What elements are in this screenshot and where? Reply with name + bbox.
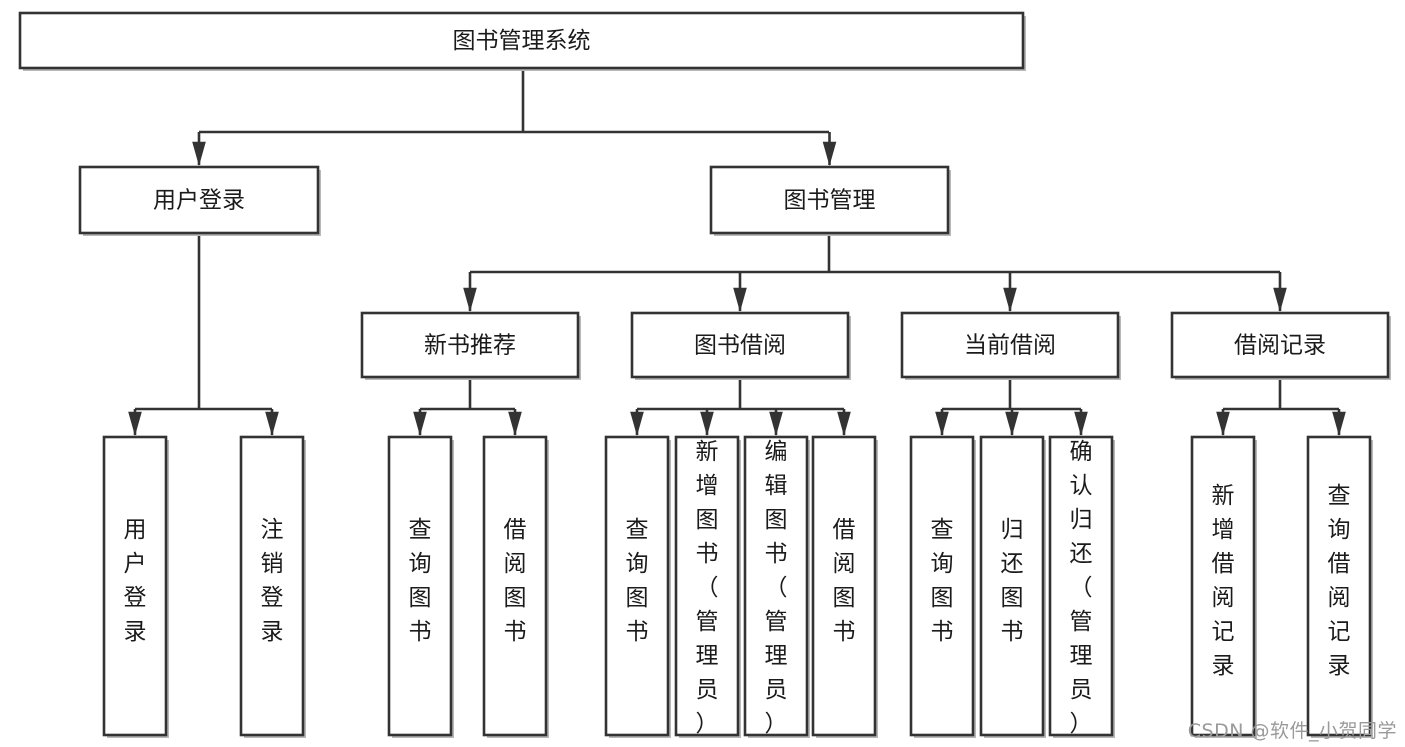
arrow-head-icon	[935, 411, 949, 436]
arrow-head-icon	[128, 411, 142, 436]
arrow-head-icon	[1216, 411, 1230, 436]
node-book-management[interactable]: 图书管理	[709, 165, 951, 236]
node-label: 查询图书	[409, 517, 432, 645]
node-label: 图书管理	[784, 188, 876, 214]
node-leaf-query-book-current[interactable]: 查询图书	[909, 435, 976, 738]
node-label: 用户登录	[124, 517, 147, 645]
arrow-head-icon	[1074, 411, 1088, 436]
arrow-head-icon	[1005, 411, 1019, 436]
node-label: 注销登录	[261, 517, 284, 645]
arrow-head-icon	[822, 141, 837, 166]
node-new-book-recommend[interactable]: 新书推荐	[360, 311, 581, 380]
node-label: 新增借阅记录	[1212, 483, 1235, 679]
arrow-head-icon	[1332, 411, 1346, 436]
arrow-head-icon	[700, 411, 714, 436]
node-leaf-query-book-recommend[interactable]: 查询图书	[387, 435, 454, 738]
arrow-head-icon	[630, 411, 644, 436]
node-leaf-user-logout[interactable]: 注销登录	[239, 435, 306, 738]
node-label: 借阅图书	[833, 517, 856, 645]
node-label: 查询图书	[931, 517, 954, 645]
arrow-head-icon	[265, 411, 279, 436]
node-leaf-query-book-borrow[interactable]: 查询图书	[604, 435, 671, 738]
node-leaf-confirm-return[interactable]: 确认归还（管理员）	[1048, 435, 1115, 738]
node-label: 确认归还（管理员）	[1070, 439, 1093, 737]
node-label: 归还图书	[1001, 517, 1024, 645]
arrow-head-icon	[1003, 287, 1017, 312]
node-leaf-add-borrow-record[interactable]: 新增借阅记录	[1190, 435, 1257, 738]
node-leaf-return-book[interactable]: 归还图书	[979, 435, 1046, 738]
node-label: 用户登录	[153, 188, 245, 214]
node-label: 编辑图书（管理员）	[765, 439, 788, 737]
node-leaf-edit-book[interactable]: 编辑图书（管理员）	[743, 435, 810, 738]
connector-layer	[128, 68, 1346, 436]
node-leaf-add-book[interactable]: 新增图书（管理员）	[674, 435, 741, 738]
node-borrow-record[interactable]: 借阅记录	[1170, 311, 1391, 380]
arrow-head-icon	[769, 411, 783, 436]
node-label: 图书管理系统	[453, 28, 591, 54]
arrow-head-icon	[413, 411, 427, 436]
node-root[interactable]: 图书管理系统	[18, 11, 1026, 71]
node-label: 借阅图书	[504, 517, 527, 645]
arrow-head-icon	[1273, 287, 1287, 312]
arrow-head-icon	[733, 287, 747, 312]
arrow-head-icon	[837, 411, 851, 436]
node-label: 图书借阅	[694, 333, 786, 359]
node-label: 查询借阅记录	[1328, 483, 1351, 679]
arrow-head-icon	[508, 411, 522, 436]
arrow-head-icon	[192, 141, 206, 166]
node-label: 新增图书（管理员）	[696, 439, 719, 737]
node-leaf-user-login[interactable]: 用户登录	[102, 435, 169, 738]
node-label: 借阅记录	[1234, 333, 1326, 359]
node-label: 查询图书	[626, 517, 649, 645]
node-layer: 图书管理系统用户登录图书管理新书推荐图书借阅当前借阅借阅记录用户登录注销登录查询…	[18, 11, 1391, 738]
node-leaf-borrow-book[interactable]: 借阅图书	[811, 435, 878, 738]
node-label: 新书推荐	[424, 333, 516, 359]
arrow-head-icon	[463, 287, 477, 312]
node-book-borrow[interactable]: 图书借阅	[630, 311, 851, 380]
node-label: 当前借阅	[964, 333, 1056, 359]
node-current-borrow[interactable]: 当前借阅	[900, 311, 1121, 380]
node-leaf-borrow-book-recommend[interactable]: 借阅图书	[482, 435, 549, 738]
node-leaf-query-borrow-record[interactable]: 查询借阅记录	[1306, 435, 1373, 738]
node-user-login[interactable]: 用户登录	[78, 165, 321, 236]
